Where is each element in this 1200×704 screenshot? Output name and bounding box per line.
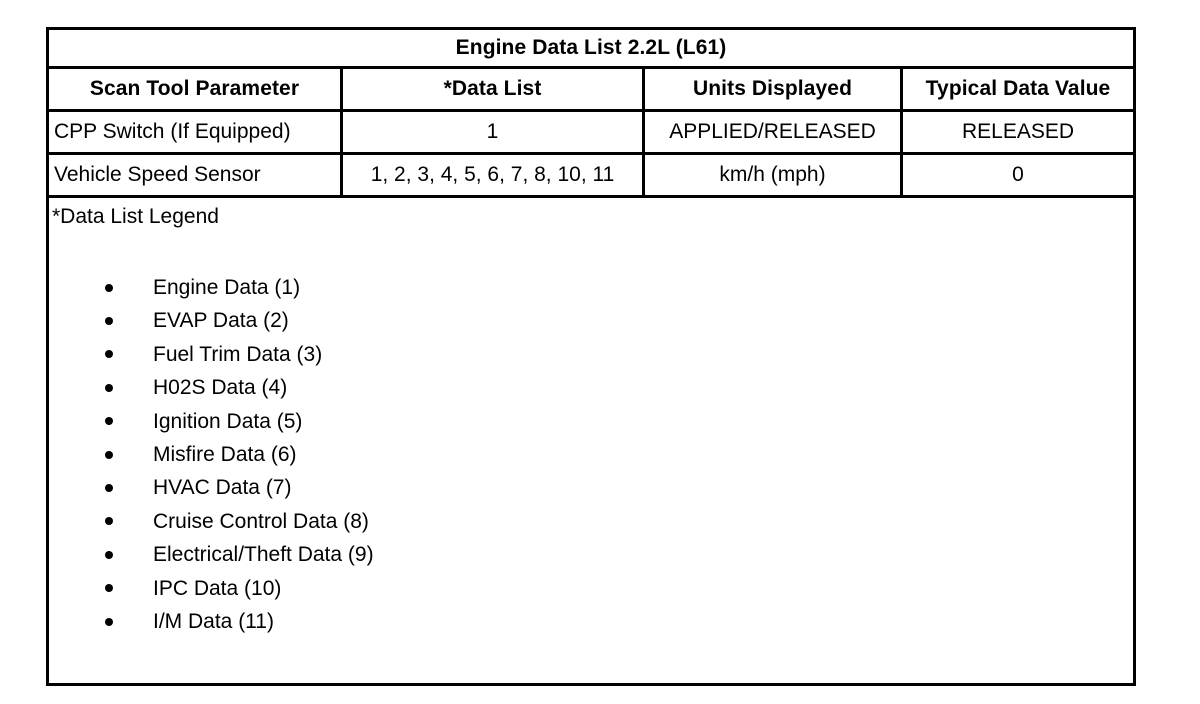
bullet-icon xyxy=(105,417,113,426)
legend-item-label: Electrical/Theft Data (9) xyxy=(153,543,374,567)
legend-item-label: Ignition Data (5) xyxy=(153,409,303,433)
legend-item-label: Engine Data (1) xyxy=(153,276,301,299)
column-header-data-list: *Data List xyxy=(340,66,645,112)
table-header-row: Scan Tool Parameter *Data List Units Dis… xyxy=(46,66,1137,112)
table-title-row: Engine Data List 2.2L (L61) xyxy=(45,27,1137,69)
bullet-icon xyxy=(105,584,113,593)
legend-item-label: Cruise Control Data (8) xyxy=(153,509,369,533)
legend-item: Fuel Trim Data (3) xyxy=(49,338,374,371)
table-row: CPP Switch (If Equipped) 1 APPLIED/RELEA… xyxy=(46,109,1137,155)
cell-parameter: Vehicle Speed Sensor xyxy=(46,152,343,198)
legend-item: Misfire Data (6) xyxy=(49,438,374,471)
bullet-icon xyxy=(105,617,113,626)
legend-item-label: EVAP Data (2) xyxy=(153,309,289,333)
legend-item: Ignition Data (5) xyxy=(49,405,374,438)
bullet-icon xyxy=(105,350,113,359)
bullet-icon xyxy=(105,383,113,392)
legend-item-label: Misfire Data (6) xyxy=(153,442,297,466)
bullet-icon xyxy=(105,283,113,292)
engine-data-list-table: Engine Data List 2.2L (L61) Scan Tool Pa… xyxy=(45,27,1137,686)
bullet-icon xyxy=(105,317,113,326)
legend-item-label: H02S Data (4) xyxy=(153,376,288,400)
cell-units: APPLIED/RELEASED xyxy=(642,109,903,155)
bullet-icon xyxy=(105,484,113,493)
legend-item: I/M Data (11) xyxy=(49,605,374,638)
bullet-icon xyxy=(105,517,113,526)
legend-item-label: Fuel Trim Data (3) xyxy=(153,342,323,366)
cell-units: km/h (mph) xyxy=(642,152,903,198)
table-title: Engine Data List 2.2L (L61) xyxy=(45,27,1137,69)
column-header-scan-tool-parameter: Scan Tool Parameter xyxy=(46,66,343,112)
legend-list: Engine Data (1) EVAP Data (2) Fuel Trim Da… xyxy=(49,271,374,638)
legend-item-label: IPC Data (10) xyxy=(153,576,282,600)
legend-item: IPC Data (10) xyxy=(49,572,374,605)
column-header-typical-data-value: Typical Data Value xyxy=(899,66,1137,112)
legend-item-label: I/M Data (11) xyxy=(153,609,274,633)
legend-row: *Data List Legend Engine Data (1) EVAP Da… xyxy=(45,195,1137,686)
legend-item: Engine Data (1) xyxy=(49,271,374,304)
legend-item: H02S Data (4) xyxy=(49,371,374,404)
cell-parameter: CPP Switch (If Equipped) xyxy=(46,109,343,155)
cell-typical-value: 0 xyxy=(899,152,1137,198)
legend-item: Electrical/Theft Data (9) xyxy=(49,538,374,571)
cell-data-list: 1, 2, 3, 4, 5, 6, 7, 8, 10, 11 xyxy=(340,152,645,198)
legend-cell: *Data List Legend Engine Data (1) EVAP Da… xyxy=(45,195,1137,686)
bullet-icon xyxy=(105,450,113,459)
column-header-units-displayed: Units Displayed xyxy=(642,66,903,112)
bullet-icon xyxy=(105,550,113,559)
legend-title: *Data List Legend xyxy=(52,205,219,228)
legend-item: EVAP Data (2) xyxy=(49,304,374,337)
legend-item: HVAC Data (7) xyxy=(49,471,374,504)
legend-item: Cruise Control Data (8) xyxy=(49,505,374,538)
cell-data-list: 1 xyxy=(340,109,645,155)
table-row: Vehicle Speed Sensor 1, 2, 3, 4, 5, 6, 7… xyxy=(46,152,1137,198)
cell-typical-value: RELEASED xyxy=(899,109,1137,155)
legend-item-label: HVAC Data (7) xyxy=(153,476,292,500)
